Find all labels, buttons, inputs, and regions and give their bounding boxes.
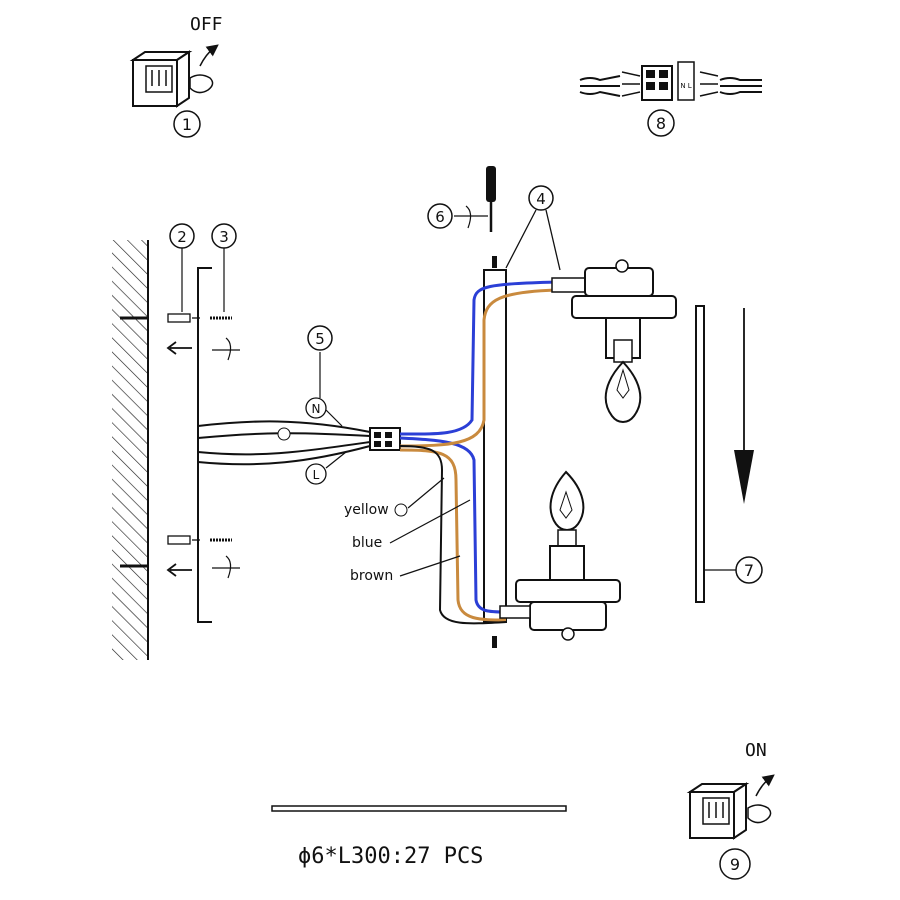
brown-wire [399, 288, 557, 622]
step-6-number: 6 [435, 208, 445, 226]
step-5-circle [307, 325, 333, 351]
rod-caption: ϕ6*L300:27 PCS [298, 844, 483, 869]
step-7-circle [735, 556, 763, 584]
wall-plug-bottom [167, 535, 200, 545]
wire-label-brown: brown [350, 568, 393, 584]
terminal-block [369, 427, 401, 451]
rotate-icon [212, 337, 240, 579]
blue-leader [389, 499, 471, 544]
live-leader [325, 451, 347, 469]
wall-plug-top [167, 313, 200, 323]
upper-lamp-holder [551, 259, 677, 359]
step-6-circle [427, 203, 453, 229]
switch-on-label: ON [745, 740, 767, 761]
leader-4 [505, 209, 561, 271]
lower-lamp-holder [499, 545, 621, 641]
rotate-arrow-icon [454, 205, 488, 229]
upper-candle-bulb-icon [604, 339, 642, 423]
step-9-number: 9 [730, 855, 740, 874]
brown-leader [399, 555, 461, 577]
screw-top-small [492, 256, 497, 268]
earth-symbol-icon [394, 503, 408, 517]
step-8-circle [647, 109, 675, 137]
yellow-leader [407, 477, 445, 509]
step-4-number: 4 [536, 190, 546, 208]
down-arrow-icon [734, 308, 754, 504]
wire-label-blue: blue [352, 535, 382, 551]
step-8-number: 8 [656, 114, 666, 133]
blue-wire [399, 280, 557, 614]
neutral-label: N [312, 402, 321, 416]
step-3-number: 3 [219, 228, 229, 246]
step-7-number: 7 [744, 561, 754, 580]
wall [112, 240, 149, 660]
earth-symbol-icon [277, 427, 291, 441]
step-1-circle [173, 110, 201, 138]
screwdriver-icon [486, 166, 496, 232]
switch-off-label: OFF [190, 14, 223, 35]
step-3-circle [211, 223, 237, 249]
live-label: L [313, 468, 320, 482]
mounting-bracket [197, 267, 212, 623]
black-wire [399, 445, 507, 625]
lamp-backplate [483, 269, 507, 623]
step-4-circle [528, 185, 554, 211]
switch-off-group: OFF 1 [129, 14, 223, 138]
step-5-number: 5 [315, 330, 325, 348]
neutral-leader [325, 409, 343, 427]
live-circle [305, 463, 327, 485]
lower-candle-bulb-icon [549, 470, 585, 553]
push-arrow-icon [166, 341, 192, 577]
wire-label-yellow: yellow [344, 502, 389, 518]
screw-bottom-small [492, 636, 497, 648]
switch-on-icon [686, 774, 775, 840]
connector-group: N L 8 [579, 61, 762, 137]
step-1-number: 1 [182, 115, 192, 134]
glass-panel [695, 305, 705, 603]
step-9-circle [719, 848, 751, 880]
step-2-number: 2 [177, 228, 187, 246]
switch-off-icon [129, 44, 219, 108]
switch-on-group: ON 9 [686, 740, 775, 880]
rod [271, 805, 567, 812]
terminal-letters: N L [680, 82, 691, 90]
neutral-circle [305, 397, 327, 419]
step-2-circle [169, 223, 195, 249]
terminal-block-icon [579, 61, 762, 101]
